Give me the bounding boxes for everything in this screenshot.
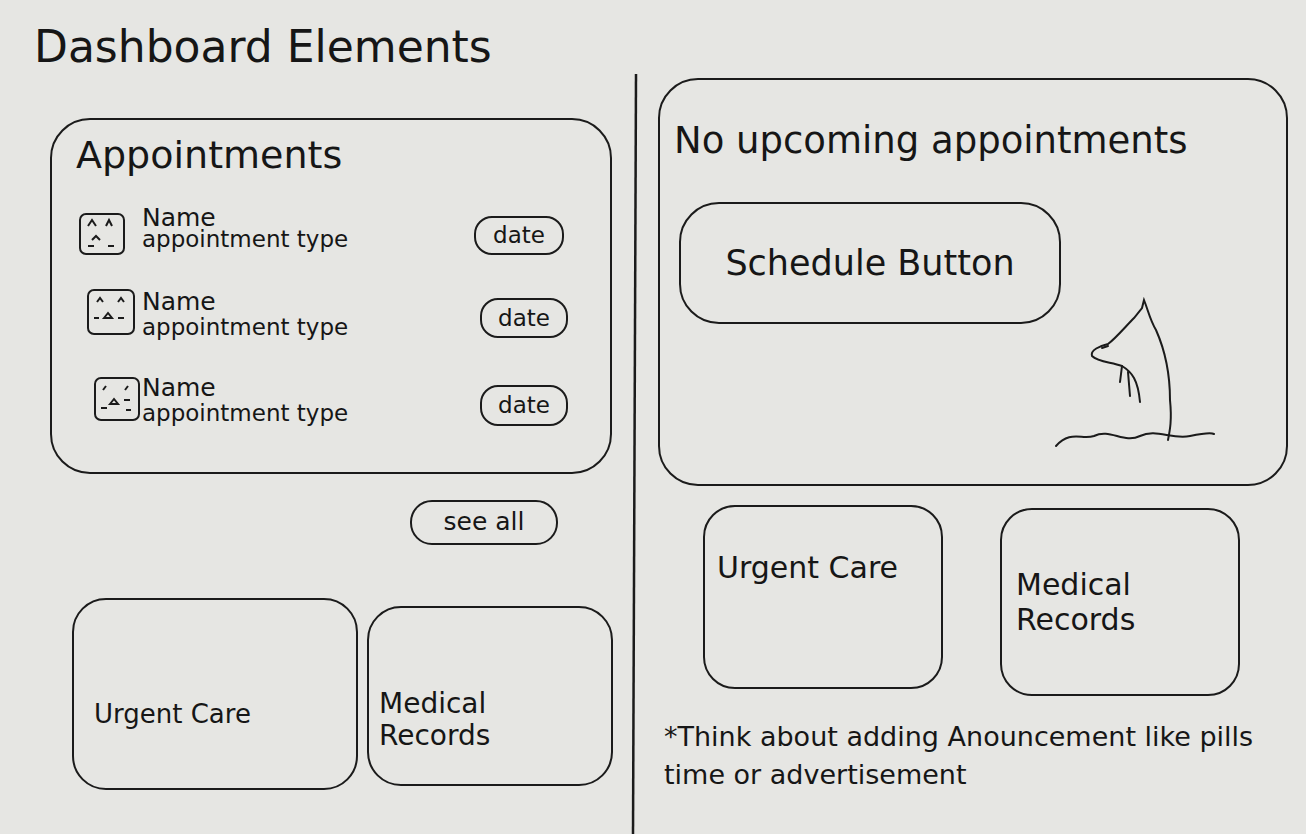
card-box: Urgent Care — [72, 598, 358, 790]
card-box: AppointmentsNameappointment typeNameappo… — [50, 118, 612, 474]
appointment-name: Name — [142, 288, 216, 317]
card-box: Medical Records — [1000, 508, 1240, 696]
appointment-type: appointment type — [142, 314, 348, 340]
box-label: date — [498, 305, 550, 331]
box-label: Schedule Button — [725, 243, 1014, 283]
box-label: Appointments — [76, 134, 342, 178]
card-box: No upcoming appointmentsSchedule Button — [658, 78, 1288, 486]
box-label: Urgent Care — [717, 551, 929, 586]
appointment-name: Name — [142, 374, 216, 403]
box-label: No upcoming appointments — [674, 120, 1188, 163]
box-label: date — [493, 222, 545, 248]
card-box: Medical Records — [367, 606, 613, 786]
pill-button: date — [480, 298, 568, 338]
appointment-type: appointment type — [142, 400, 348, 426]
box-label: Medical Records — [379, 688, 599, 752]
card-box: Urgent Care — [703, 505, 943, 689]
divider-line — [633, 74, 636, 834]
pill-button: date — [474, 216, 564, 255]
box-label: Medical Records — [1016, 568, 1226, 637]
pill-button: Schedule Button — [679, 202, 1061, 324]
wolf-illustration — [1056, 300, 1214, 446]
box-label: Urgent Care — [94, 700, 251, 730]
box-label: date — [498, 392, 550, 418]
note-text: *Think about adding Anouncement like pil… — [664, 718, 1294, 794]
pill-button: see all — [410, 500, 558, 545]
box-label: see all — [444, 508, 525, 537]
cat-avatars — [80, 214, 139, 420]
pill-button: date — [480, 385, 568, 426]
appointment-type: appointment type — [142, 226, 348, 252]
page-title: Dashboard Elements — [34, 22, 492, 73]
